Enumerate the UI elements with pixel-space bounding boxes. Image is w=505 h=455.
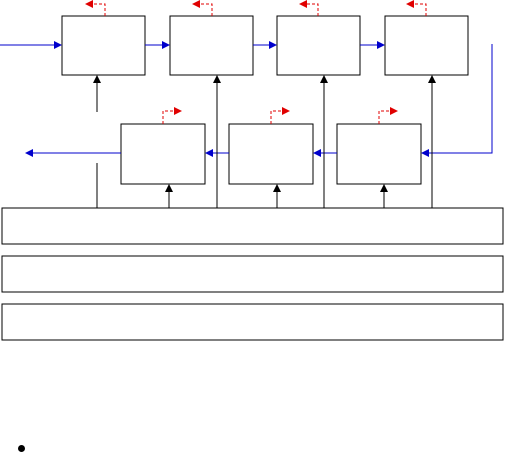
bottom-block-2 — [228, 123, 314, 185]
top-block-3 — [276, 15, 361, 76]
feedback-loop-bottom-3 — [378, 107, 398, 124]
top-block-2 — [169, 15, 254, 76]
top-block-1 — [61, 15, 146, 76]
feedback-loop-bottom-2 — [270, 107, 290, 124]
feedback-loop-top-4 — [406, 0, 427, 16]
feedback-loop-bottom-1 — [162, 107, 182, 124]
list-bullet — [18, 445, 25, 452]
feedback-loop-top-1 — [85, 0, 106, 16]
feedback-loop-top-3 — [299, 0, 319, 16]
bar-2 — [1, 255, 504, 293]
bottom-block-1 — [120, 123, 206, 185]
bottom-block-3 — [336, 123, 422, 185]
top-block-4 — [384, 15, 469, 76]
bar-3 — [1, 303, 504, 341]
bar-1 — [1, 207, 504, 245]
return-path — [421, 44, 493, 157]
feedback-loop-top-2 — [192, 0, 213, 16]
